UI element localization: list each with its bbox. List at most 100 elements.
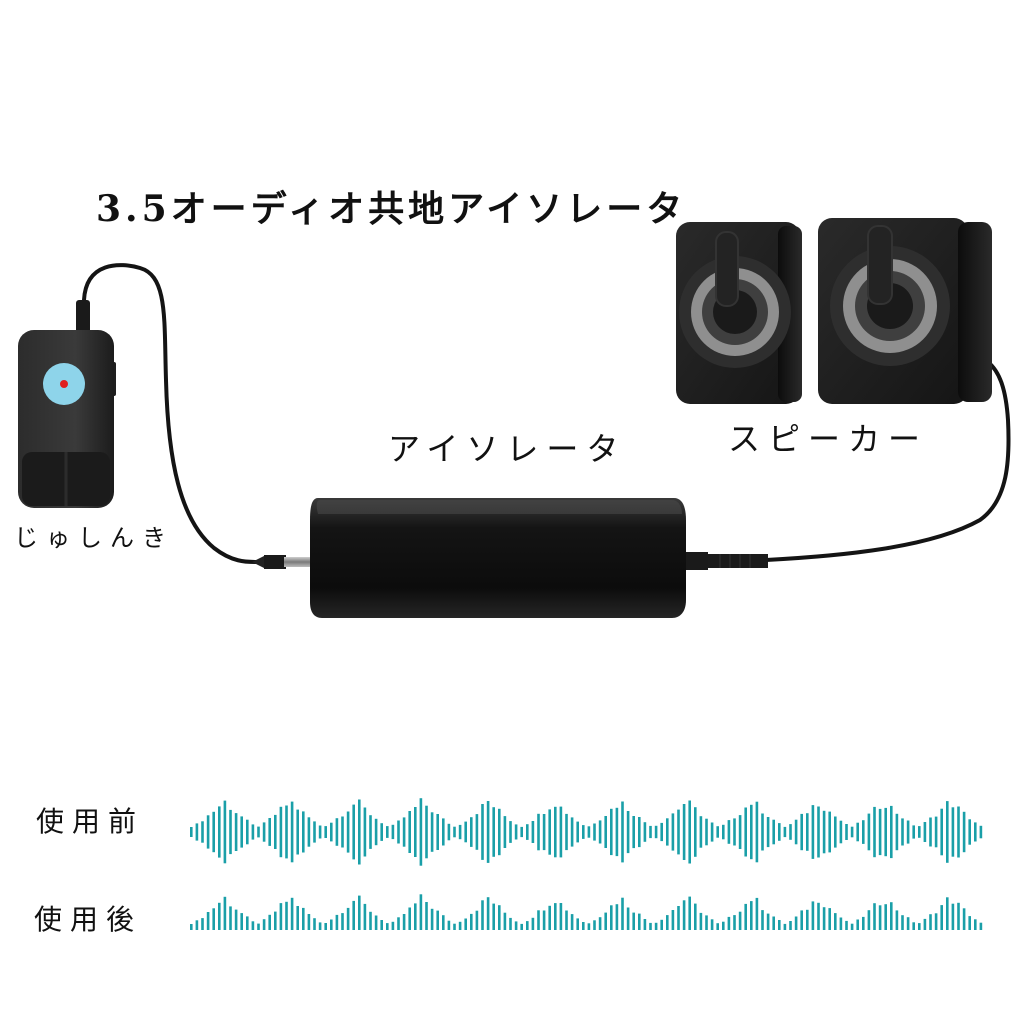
waveform-bar	[677, 906, 680, 930]
waveform-bar	[352, 900, 355, 930]
waveform-bar	[895, 910, 899, 930]
waveform-bar	[738, 911, 742, 930]
waveform-bar	[408, 811, 411, 853]
waveform-bar	[542, 814, 546, 851]
waveform-bar	[223, 896, 227, 930]
waveform-bar	[604, 816, 607, 848]
waveform-bar	[374, 818, 378, 846]
waveform-bar	[453, 826, 456, 838]
waveform-bar	[313, 918, 316, 930]
waveform-bar	[766, 817, 770, 848]
waveform-bar	[906, 917, 910, 930]
waveform-bar	[464, 918, 467, 930]
waveform-bar	[867, 910, 871, 930]
waveform-bar	[789, 921, 792, 930]
waveform-bar	[783, 826, 787, 838]
waveform-bar	[419, 894, 423, 930]
waveform-bar	[324, 826, 327, 838]
waveform-bar	[492, 903, 495, 930]
waveform-bar	[257, 923, 260, 930]
waveform-bar	[643, 919, 647, 930]
waveform-bar	[548, 809, 551, 855]
waveform-bar	[968, 819, 971, 845]
waveform-bar	[946, 897, 949, 930]
waveform-bar	[957, 806, 960, 858]
waveform-bar	[587, 923, 591, 930]
waveform-bar	[346, 811, 350, 853]
waveform-bar	[626, 811, 630, 854]
desktop-speakers-icon	[676, 218, 992, 404]
waveform-bar	[923, 822, 927, 842]
waveform-bar	[229, 809, 232, 855]
waveform-bar	[682, 804, 686, 860]
waveform-bar	[425, 805, 428, 859]
waveform-bar	[458, 921, 462, 930]
waveform-bar	[570, 817, 574, 847]
waveform-bar	[862, 916, 865, 930]
waveform-bar	[251, 824, 255, 840]
waveform-bar	[531, 821, 535, 843]
waveform-bar	[414, 807, 417, 857]
waveform-bar	[565, 910, 568, 930]
waveform-bar	[817, 806, 820, 858]
waveform-bar	[341, 913, 344, 930]
waveform-bar	[218, 806, 221, 858]
speaker-label: スピーカー	[728, 420, 929, 458]
waveform-bar	[240, 913, 243, 930]
waveform-bar	[386, 923, 389, 930]
waveform-bar	[330, 919, 333, 930]
waveform-bar	[492, 807, 495, 857]
waveform-bar	[559, 903, 563, 930]
page-title: 3.5オーディオ共地アイソレータ	[96, 188, 687, 230]
waveform-bar	[761, 813, 764, 851]
waveform-bar	[559, 806, 563, 858]
waveform-bar	[632, 816, 635, 849]
waveform-bar	[358, 895, 361, 930]
waveform-bar	[649, 922, 652, 930]
waveform-bar	[397, 917, 400, 930]
waveform-bar	[201, 918, 204, 930]
waveform-bar	[206, 912, 210, 930]
waveform-bar	[229, 906, 232, 930]
waveform-bar	[901, 915, 904, 930]
waveform-bar	[318, 825, 322, 839]
speaker-cable	[764, 360, 1011, 562]
waveform-bar	[498, 808, 501, 856]
waveform-bar	[873, 806, 876, 858]
waveform-bar	[604, 912, 607, 930]
waveform-bar	[822, 810, 826, 854]
waveform-bar	[895, 813, 899, 851]
waveform-bar	[722, 921, 725, 930]
waveform-bar	[576, 918, 579, 930]
waveform-bar	[794, 916, 798, 930]
waveform-bar	[307, 817, 311, 847]
waveform-bar	[268, 914, 271, 930]
waveform-bar	[302, 811, 305, 853]
waveform-bar	[386, 826, 389, 838]
waveform-bar	[195, 920, 199, 930]
isolator-label: アイソレータ	[388, 430, 627, 468]
waveform-bar	[660, 822, 663, 842]
waveform-bar	[313, 821, 316, 843]
waveform-bar	[929, 817, 932, 847]
waveform-bar	[470, 817, 473, 847]
waveform-bar	[542, 910, 546, 930]
waveform-bar	[537, 813, 540, 851]
waveform-bar	[453, 923, 456, 930]
waveform-bar	[755, 897, 759, 930]
waveform-bar	[979, 825, 983, 839]
waveform-bar	[626, 907, 630, 930]
bluetooth-receiver-icon	[18, 300, 116, 508]
waveform-bar	[498, 905, 501, 930]
waveform-bar	[201, 821, 204, 843]
waveform-bar	[772, 916, 775, 930]
waveform-bar	[520, 923, 523, 930]
waveform-bar	[666, 818, 669, 846]
waveform-bar	[638, 817, 641, 848]
waveform-bar	[811, 805, 815, 859]
waveform-bar	[727, 916, 731, 930]
waveform-bar	[800, 813, 803, 851]
waveform-bar	[778, 920, 781, 930]
waveform-bar	[296, 809, 299, 855]
